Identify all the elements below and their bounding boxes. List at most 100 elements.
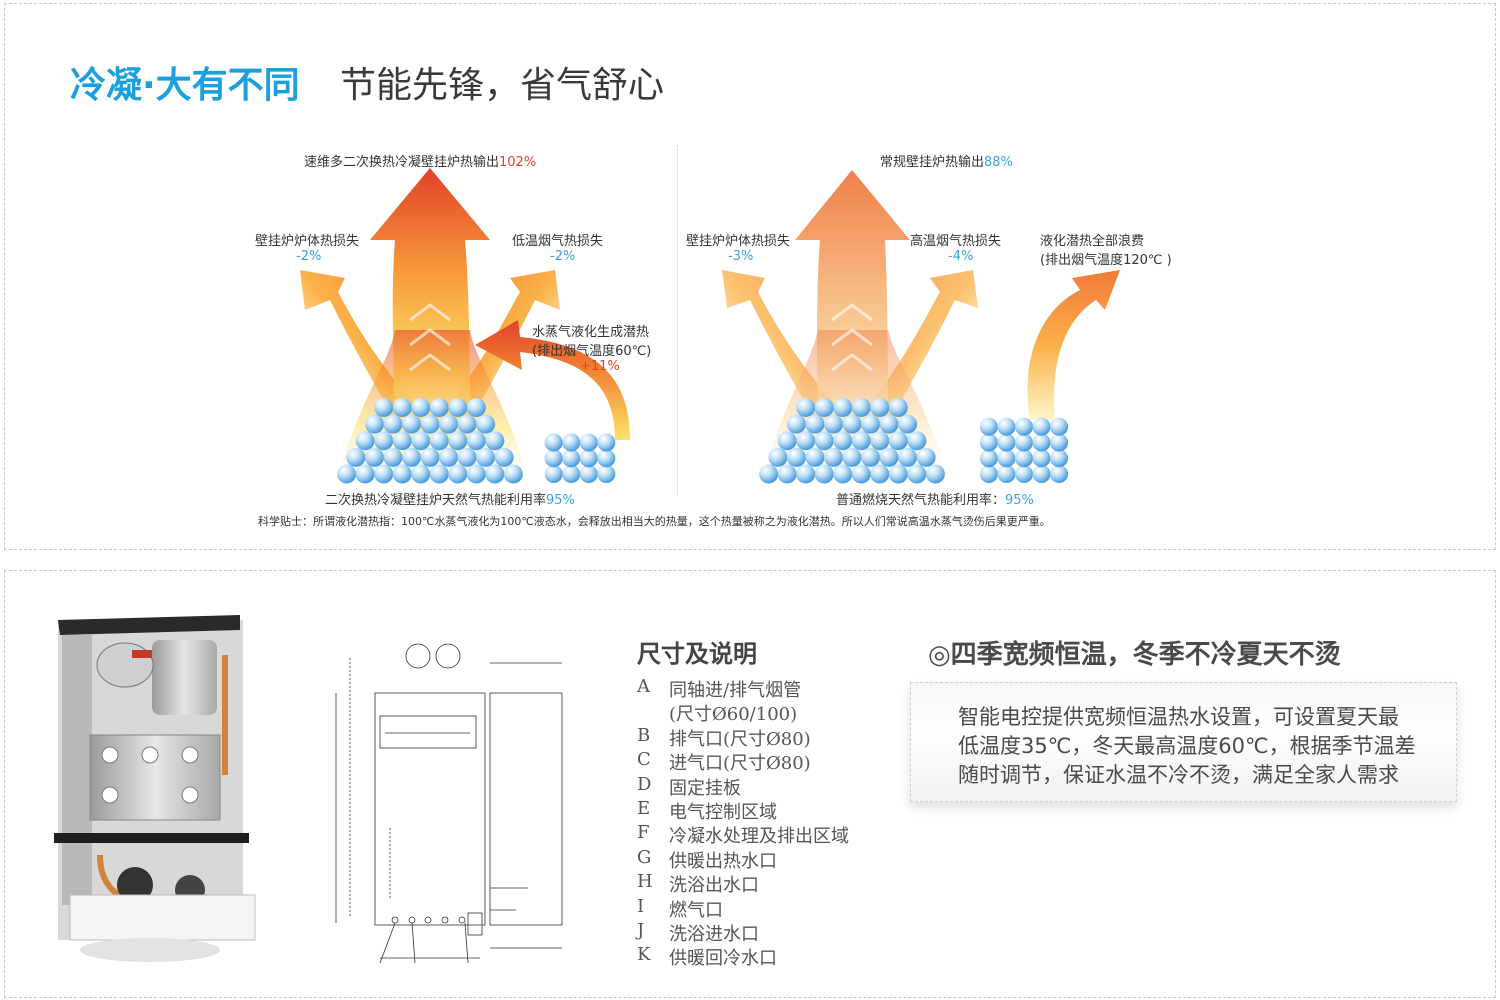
bubble	[579, 449, 598, 468]
bubble	[439, 414, 459, 434]
bubble	[346, 447, 366, 467]
bubble	[1032, 449, 1051, 468]
bubble	[851, 398, 871, 417]
bubble	[759, 464, 779, 484]
bubble	[979, 417, 998, 436]
bubble	[337, 464, 357, 484]
boiler-photo	[54, 615, 256, 962]
bubble	[907, 464, 927, 484]
bubble	[1015, 417, 1033, 436]
latent-pct: +11%	[580, 359, 620, 374]
left-top-label: 速维多二次换热冷凝壁挂炉热输出102%	[304, 155, 537, 170]
bubble	[374, 464, 394, 484]
bubble	[466, 431, 486, 451]
bubble	[1015, 433, 1033, 452]
bubble	[374, 398, 394, 417]
bubble	[562, 449, 581, 468]
left-loss-body-pct: -2%	[296, 249, 322, 264]
legend-key: F	[637, 822, 650, 844]
bubble	[814, 431, 834, 451]
season-title: ◎四季宽频恒温，冬季不冷夏天不烫	[928, 640, 1341, 670]
legend-item: C 进气口(尺寸Ø80)	[637, 749, 849, 775]
legend-text: 冷凝水处理及排出区域	[669, 826, 849, 848]
waste-label-1: 液化潜热全部浪费	[1040, 234, 1145, 249]
legend-key: I	[637, 895, 645, 917]
science-note: 科学贴士：所谓液化潜热指：100℃水蒸气液化为100℃液态水，会释放出相当大的热…	[258, 515, 1051, 528]
bubble	[997, 449, 1016, 468]
season-line: 随时调节，保证水温不冷不烫，满足全家人需求	[958, 763, 1399, 787]
bubble	[476, 414, 496, 434]
right-loss-body-label: 壁挂炉炉体热损失	[686, 234, 791, 249]
season-line: 低温度35℃，冬天最高温度60℃，根据季节温差	[958, 734, 1416, 758]
bubble	[888, 398, 908, 417]
bubble	[597, 449, 616, 468]
bubble	[1050, 433, 1069, 452]
bubble	[786, 447, 806, 467]
bubble	[925, 464, 945, 484]
bubble	[842, 414, 862, 434]
bubble	[411, 464, 431, 484]
bubble	[1032, 417, 1051, 436]
water-bubbles	[337, 398, 1069, 484]
bubble	[401, 414, 421, 434]
latent-heat-arrow	[475, 320, 630, 440]
bubble	[888, 464, 908, 484]
bubble	[429, 398, 449, 417]
waste-label-2: (排出烟气温度120℃ )	[1040, 253, 1172, 268]
bubble	[979, 433, 998, 452]
legend-key: A	[637, 676, 650, 697]
bubble	[1050, 417, 1069, 436]
title-subtitle: 节能先锋，省气舒心	[340, 65, 665, 106]
bubble	[1015, 449, 1033, 468]
title-highlight: 冷凝·大有不同	[70, 65, 300, 106]
dimensions-title: 尺寸及说明	[637, 640, 757, 668]
left-bottom-label: 二次换热冷凝壁挂炉天然气热能利用率95%	[325, 493, 575, 508]
bubble	[851, 431, 871, 451]
legend-key: B	[637, 724, 651, 746]
right-loss-flue-pct: -4%	[948, 249, 974, 264]
bubble	[544, 433, 563, 452]
latent-waste-arrow	[1027, 270, 1120, 420]
legend-item: (尺寸Ø60/100)	[637, 700, 849, 725]
bubble	[420, 414, 440, 434]
bubble	[420, 447, 440, 467]
bubble	[870, 398, 890, 417]
legend-text: 进气口(尺寸Ø80)	[669, 753, 811, 775]
bubble	[907, 431, 927, 451]
bubble	[861, 414, 881, 434]
bubble	[997, 433, 1016, 452]
bubble	[392, 464, 412, 484]
bubble	[898, 414, 918, 434]
bubble	[466, 398, 486, 417]
legend-key: C	[637, 749, 651, 771]
bubble	[805, 447, 825, 467]
bubble	[476, 447, 496, 467]
bubble	[997, 417, 1016, 436]
bubble	[823, 414, 843, 434]
bubble	[448, 431, 468, 451]
bubble	[401, 447, 421, 467]
legend-key	[637, 700, 669, 724]
bubble	[879, 414, 899, 434]
right-loss-body-pct: -3%	[728, 249, 754, 264]
bubble	[916, 447, 936, 467]
bubble	[861, 447, 881, 467]
bubble	[448, 398, 468, 417]
bubble	[544, 449, 563, 468]
right-bottom-label: 普通燃烧天然气热能利用率：95%	[836, 493, 1034, 508]
legend-key: D	[637, 773, 652, 795]
legend-text: 洗浴进水口	[669, 923, 759, 945]
bubble	[851, 464, 871, 484]
bubble	[579, 465, 598, 483]
bubble	[833, 398, 853, 417]
bubble	[777, 431, 797, 451]
legend-text: 电气控制区域	[669, 801, 777, 823]
bubble	[374, 431, 394, 451]
legend-key: E	[637, 797, 651, 819]
bubble	[392, 431, 412, 451]
legend-text: 固定挂板	[669, 777, 741, 799]
bubble	[364, 447, 384, 467]
